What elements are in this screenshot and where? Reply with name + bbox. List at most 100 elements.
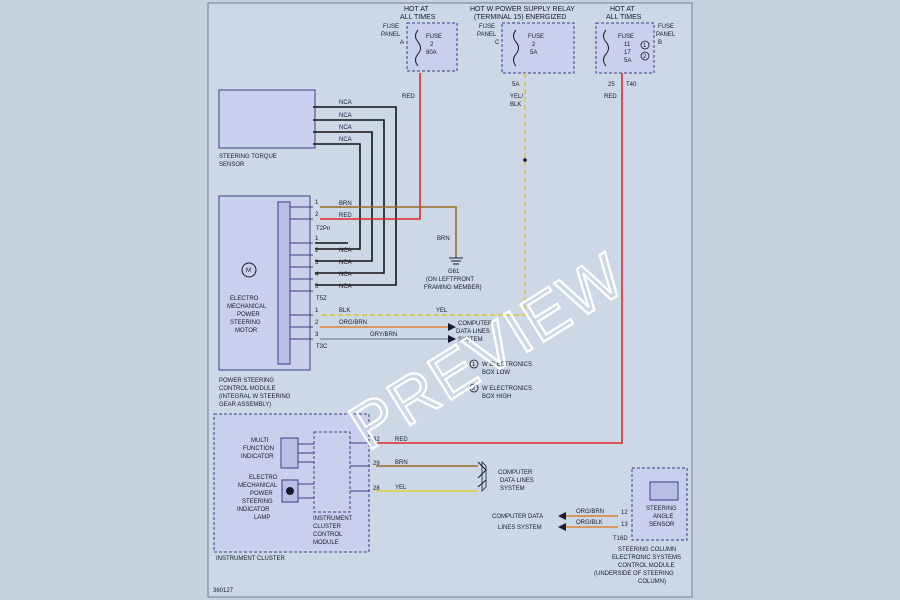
pin-number: 2 <box>315 212 319 218</box>
connector-label: T16D <box>613 536 628 542</box>
wire-yelblk-fuse-middle <box>320 73 526 316</box>
pin-number: 1 <box>315 308 319 314</box>
fuse-right-circle: 1 <box>643 43 647 49</box>
fuse-right-header: ALL TIMES <box>606 14 642 21</box>
psm-module-label: (INTEGRAL W STEERING <box>219 394 291 400</box>
nca-label: NCA <box>339 137 352 143</box>
ground-symbol <box>449 257 463 265</box>
fuse-right-label: 11 <box>624 42 631 48</box>
fuse-right-panel: B <box>658 40 662 46</box>
fuse-pin-label: 25 <box>608 82 615 88</box>
pin-number: 2 <box>315 320 319 326</box>
data-lines-label: COMPUTER <box>458 321 493 327</box>
sc-label: (UNDERSIDE OF STEERING <box>594 571 674 577</box>
ic-module-label: MODULE <box>313 540 339 546</box>
legend-text: W ELECTRONICS <box>482 362 532 368</box>
mfi-label: FUNCTION <box>243 446 274 452</box>
ic-pin: 32 <box>373 437 380 443</box>
fuse-left-header: ALL TIMES <box>400 14 436 21</box>
fuse-middle-header: (TERMINAL 15) ENERGIZED <box>474 14 566 21</box>
nca-label: NCA <box>339 284 352 290</box>
data-lines-label: COMPUTER DATA <box>492 514 543 520</box>
wire-color-label: ORG/BRN <box>339 320 367 326</box>
wire-color-label: ORG/BLK <box>576 520 603 526</box>
psm-motor-label: ELECTRO <box>230 296 259 302</box>
psm-motor-label: STEERING <box>230 320 261 326</box>
motor-symbol <box>241 262 257 278</box>
motor-symbol-text: M <box>246 268 251 274</box>
fuse-left-label: 2 <box>430 42 434 48</box>
fuse-right-panel: PANEL <box>656 32 676 38</box>
data-lines-label: SYSTEM <box>458 337 483 343</box>
lamp-label: LAMP <box>254 515 270 521</box>
legend-text: BOX LOW <box>482 370 510 376</box>
steering-angle-sensor <box>649 481 679 501</box>
psm-motor-label: POWER <box>237 312 260 318</box>
sc-label: COLUMN) <box>638 579 666 585</box>
ground-label: (ON LEFTFRONT <box>426 277 474 283</box>
pin-number: 3 <box>315 332 319 338</box>
legend-text: W ELECTRONICS <box>482 386 532 392</box>
pin-number: 1 <box>315 200 319 206</box>
psm-motor-label: MOTOR <box>235 328 258 334</box>
wire-color-label: RED <box>395 437 408 443</box>
lamp-label: ELECTRO <box>249 475 278 481</box>
wire-color-label: BLK <box>339 308 350 314</box>
mfi-label: MULTI <box>251 438 269 444</box>
data-lines-label: SYSTEM <box>500 486 525 492</box>
ic-pin: 29 <box>373 461 380 467</box>
steering-torque-sensor-label: STEERING TORQUE <box>219 154 277 160</box>
power-steering-control-module <box>218 195 311 371</box>
sc-pin: 13 <box>621 522 628 528</box>
fuse-middle-label: 2 <box>532 42 536 48</box>
ic-module-label: INSTRUMENT <box>313 516 353 522</box>
fuse-middle-label: FUSE <box>528 34 544 40</box>
ground-label: FRAMING MEMBER) <box>424 285 482 291</box>
fuse-middle-panel: FUSE <box>479 24 495 30</box>
pin-number: 1 <box>315 236 319 242</box>
fuse-middle-header: HOT W POWER SUPPLY RELAY <box>470 6 575 13</box>
wire-color-label: GRY/BRN <box>370 332 397 338</box>
psm-motor-label: MECHANICAL <box>227 304 267 310</box>
fuse-middle-label: 5A <box>530 50 537 56</box>
wire-color-label: RED <box>402 94 415 100</box>
fuse-middle: HOT W POWER SUPPLY RELAY (TERMINAL 15) E… <box>470 6 575 74</box>
wire-brn-ground <box>320 206 457 258</box>
data-lines-label: COMPUTER <box>498 470 533 476</box>
mfi-label: INDICATOR <box>241 454 274 460</box>
nca-label: NCA <box>339 113 352 119</box>
fuse-right-circle: 2 <box>643 54 647 60</box>
fuse-middle-box <box>501 22 575 74</box>
fuse-right-label: FUSE <box>618 34 634 40</box>
pin-number: 2 <box>315 248 319 254</box>
steering-torque-sensor-label: SENSOR <box>219 162 245 168</box>
sc-angle-label: ANGLE <box>653 514 673 520</box>
psm-module-label: POWER STEERING <box>219 378 274 384</box>
connector-label: T2Pn <box>316 226 330 232</box>
wire-color-label: RED <box>339 213 352 219</box>
fuse-pin-label: 5A <box>512 82 519 88</box>
sc-label: CONTROL MODULE <box>618 563 674 569</box>
legend-number: 2 <box>472 386 476 392</box>
sc-pin: 12 <box>621 510 628 516</box>
sc-angle-label: SENSOR <box>649 522 675 528</box>
wire-color-label: BRN <box>437 236 450 242</box>
fuse-left-label: FUSE <box>426 34 442 40</box>
fuse-right: HOT AT ALL TIMES FUSE 11 17 5A 1 2 FUSE … <box>595 6 676 74</box>
sc-label: STEERING COLUMN <box>618 547 676 553</box>
fuse-left-label: 80A <box>426 50 437 56</box>
steering-torque-sensor <box>218 89 316 149</box>
steering-column-module <box>631 467 688 541</box>
ic-label: INSTRUMENT CLUSTER <box>216 556 286 562</box>
fuse-left: HOT AT ALL TIMES FUSE PANEL A FUSE 2 80A <box>381 6 458 72</box>
ic-pin: 28 <box>373 486 380 492</box>
indicator-lamp-icon <box>281 479 314 503</box>
connector-label: T3C <box>316 344 328 350</box>
wire-red-fuse-right <box>376 73 623 444</box>
wire-color-label: ORG/BRN <box>576 509 604 515</box>
nca-label: NCA <box>339 260 352 266</box>
ic-module-label: CLUSTER <box>313 524 342 530</box>
connector-label: T40 <box>626 82 637 88</box>
sc-angle-label: STEERING <box>646 506 677 512</box>
